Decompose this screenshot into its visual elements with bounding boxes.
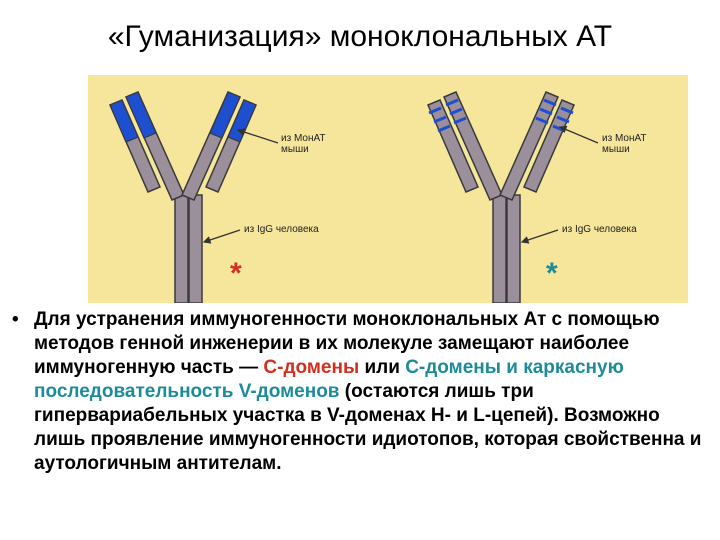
antibody-illustration [109, 91, 599, 303]
text-part-3: (остаются лишь три гипервариабельных уча… [34, 381, 702, 474]
bullet-text: Для устранения иммуногенности моноклонал… [34, 308, 710, 476]
bullet-marker: • [12, 309, 19, 330]
text-part-2: или [359, 357, 406, 378]
mouse-origin-label-left: из МонАТ мыши [281, 133, 326, 155]
c-domains-highlight: С-домены [263, 357, 360, 378]
text-part-1: Для устранения иммуногенности моноклонал… [34, 309, 660, 378]
antibody-diagram: из МонАТ мыши из IgG человека из МонАТ м… [88, 75, 688, 303]
human-origin-label-left: из IgG человека [244, 224, 319, 235]
chimeric-antibody [109, 91, 279, 303]
asterisk-marker-teal: * [546, 257, 558, 290]
slide-title: «Гуманизация» моноклональных АТ [107, 20, 613, 53]
asterisk-marker-red: * [230, 257, 242, 290]
c-and-framework-highlight: С-домены и каркасную последовательность … [34, 357, 624, 402]
human-origin-label-right: из IgG человека [562, 224, 637, 235]
mouse-origin-label-right: из МонАТ мыши [602, 133, 647, 155]
humanized-antibody [427, 91, 599, 303]
